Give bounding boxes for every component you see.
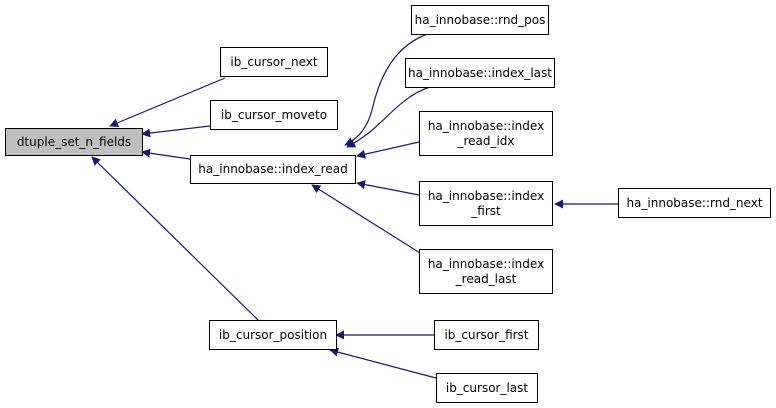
node-label-line-1: ha_innobase::index — [427, 118, 545, 133]
edge-ib-cursor-next-to-dtuple — [109, 77, 226, 128]
node-label: ha_innobase::rnd_next — [626, 195, 763, 210]
node-label: ha_innobase::rnd_pos — [414, 12, 546, 27]
edge-ib-cursor-moveto-to-dtuple — [141, 125, 211, 138]
node-ha-innobase-rnd-next[interactable]: ha_innobase::rnd_next — [618, 188, 771, 218]
node-label-line-1: ha_innobase::index — [427, 256, 545, 271]
node-label-line-2: _read_idx — [457, 133, 515, 148]
node-label: ha_innobase::index_last — [407, 65, 552, 80]
node-label: ib_cursor_moveto — [220, 107, 328, 122]
node-ib-cursor-position[interactable]: ib_cursor_position — [209, 320, 337, 350]
edge-index-read-idx-to-index-read — [356, 141, 420, 159]
node-ha-innobase-rnd-pos[interactable]: ha_innobase::rnd_pos — [411, 5, 549, 35]
node-ha-innobase-index-last[interactable]: ha_innobase::index_last — [405, 58, 555, 88]
node-label: ha_innobase::index_read — [198, 162, 348, 176]
edge-index-read-last-to-index-read — [311, 184, 429, 259]
edge-index-last-to-index-read — [346, 86, 431, 148]
edge-rnd-pos-to-index-read — [344, 32, 431, 146]
node-label: ib_cursor_first — [444, 327, 529, 342]
node-label: ib_cursor_position — [218, 327, 328, 342]
node-ib-cursor-last[interactable]: ib_cursor_last — [436, 373, 538, 403]
node-label-line-1: ha_innobase::index — [427, 188, 545, 203]
node-label-line-2: _first — [471, 203, 501, 218]
node-dtuple-set-n-fields: dtuple_set_n_fields — [5, 128, 143, 156]
node-ha-innobase-index-read[interactable]: ha_innobase::index_read — [190, 155, 356, 184]
node-ha-innobase-index-first[interactable]: ha_innobase::index _first — [419, 181, 553, 226]
node-ib-cursor-moveto[interactable]: ib_cursor_moveto — [210, 100, 338, 130]
node-label: ib_cursor_next — [230, 54, 318, 69]
node-ib-cursor-first[interactable]: ib_cursor_first — [434, 320, 539, 350]
node-label: dtuple_set_n_fields — [16, 134, 132, 149]
node-label: ib_cursor_last — [445, 380, 529, 395]
node-label-line-2: _read_last — [455, 271, 517, 286]
edge-index-read-to-dtuple — [141, 148, 191, 160]
edge-ib-cursor-position-to-dtuple — [91, 156, 261, 323]
node-ib-cursor-next[interactable]: ib_cursor_next — [220, 47, 328, 77]
edge-ib-cursor-last-to-position — [329, 347, 437, 379]
node-ha-innobase-index-read-idx[interactable]: ha_innobase::index _read_idx — [419, 111, 553, 156]
edge-index-first-to-index-read — [356, 180, 420, 196]
node-ha-innobase-index-read-last[interactable]: ha_innobase::index _read_last — [419, 249, 553, 294]
